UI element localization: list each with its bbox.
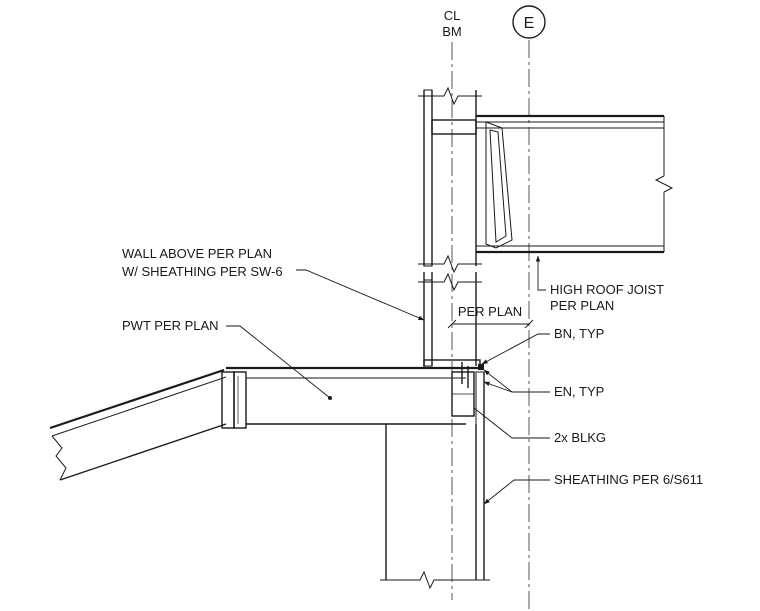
high-roof-joist bbox=[476, 114, 674, 254]
label-wall-above-line2: W/ SHEATHING PER SW-6 bbox=[122, 264, 283, 279]
label-wall-above: WALL ABOVE PER PLAN W/ SHEATHING PER SW-… bbox=[122, 246, 425, 321]
per-plan-dimension: PER PLAN bbox=[447, 304, 534, 329]
label-joist-line2: PER PLAN bbox=[550, 298, 614, 313]
label-bn: BN, TYP bbox=[481, 326, 604, 365]
label-blkg-text: 2x BLKG bbox=[554, 430, 606, 445]
pwt-beam bbox=[226, 366, 482, 425]
label-pwt: PWT PER PLAN bbox=[122, 318, 331, 399]
label-en: EN, TYP bbox=[483, 369, 604, 399]
label-en-text: EN, TYP bbox=[554, 384, 604, 399]
grid-bubble-label: E bbox=[524, 15, 535, 32]
blocking-2x bbox=[451, 362, 484, 417]
label-sheathing-text: SHEATHING PER 6/S611 bbox=[554, 472, 703, 487]
label-wall-above-line1: WALL ABOVE PER PLAN bbox=[122, 246, 272, 261]
centerline-tag-bm: BM bbox=[442, 24, 462, 39]
label-bn-text: BN, TYP bbox=[554, 326, 604, 341]
upper-wall bbox=[418, 86, 482, 274]
grid-bubble-e: E bbox=[512, 5, 546, 39]
label-pwt-text: PWT PER PLAN bbox=[122, 318, 219, 333]
label-blkg: 2x BLKG bbox=[473, 407, 606, 445]
label-sheathing: SHEATHING PER 6/S611 bbox=[483, 472, 703, 505]
label-high-roof-joist: HIGH ROOF JOIST PER PLAN bbox=[535, 255, 664, 313]
low-roof-slope bbox=[49, 368, 247, 481]
centerline-tag-cl: CL bbox=[444, 8, 461, 23]
per-plan-dim-label: PER PLAN bbox=[458, 304, 522, 319]
lower-wall-below bbox=[380, 371, 490, 590]
label-joist-line1: HIGH ROOF JOIST bbox=[550, 282, 664, 297]
lower-wall-above-pwt bbox=[418, 272, 482, 369]
